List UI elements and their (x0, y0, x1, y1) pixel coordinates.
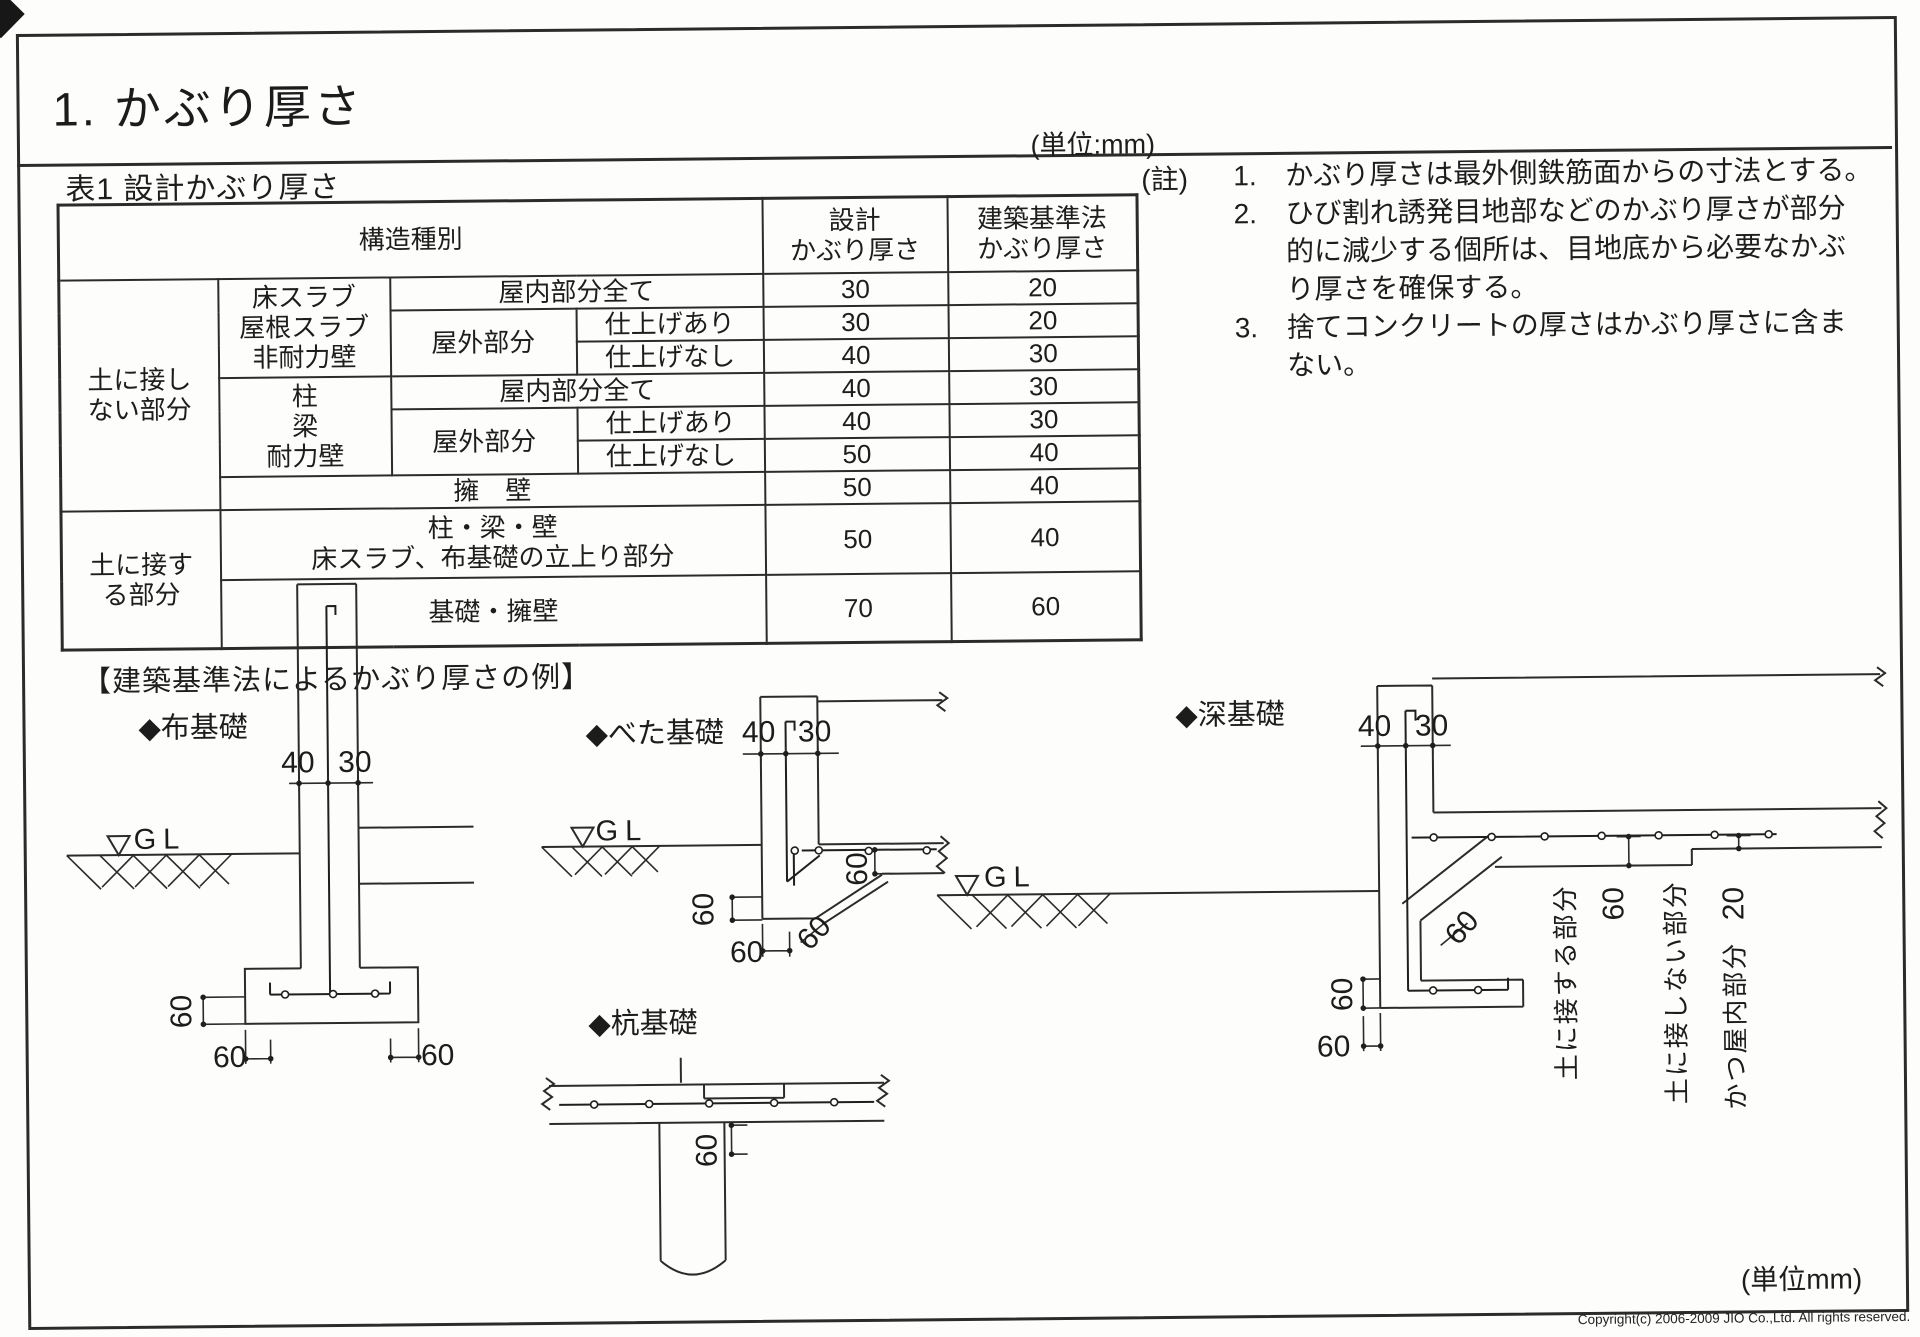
deep-dim-h: 60 (1317, 1030, 1351, 1063)
strip-label: ◆布基礎 (138, 711, 248, 745)
deep-gl-label: GL (984, 861, 1037, 894)
pile-dim-60: 60 (690, 1134, 723, 1168)
gl-triangle-icon (569, 826, 596, 849)
notes-label: (註) (1141, 163, 1189, 196)
soil-hatch-icon (541, 845, 661, 878)
value-design: 50 (764, 469, 950, 505)
value-design: 70 (765, 572, 952, 644)
note-item: 2. ひび割れ誘発目地部などのかぶり厚さが部分 的に減少する個所は、目地底から必… (1233, 189, 1912, 310)
scan-corner-mark (0, 0, 25, 39)
strip-dim-30: 30 (338, 746, 372, 779)
mat-dim-30: 30 (798, 715, 832, 748)
value-code: 40 (949, 467, 1140, 503)
pile-label: ◆杭基礎 (588, 1007, 698, 1041)
unit-note-bottom: (単位mm) (1740, 1263, 1863, 1296)
soil-hatch-icon (66, 853, 233, 890)
pile-foundation-diagram: ◆杭基礎 60 (540, 1007, 891, 1276)
cell-outdoor-b: 屋外部分 (390, 407, 578, 475)
cell-retaining: 擁 壁 (219, 471, 765, 510)
mat-dim-diag: 60 (791, 910, 838, 957)
mat-dim-40: 40 (742, 716, 776, 749)
note-number: 1. (1233, 160, 1257, 192)
copyright-text: Copyright(c) 2006-2009 JIO Co.,Ltd. All … (1577, 1308, 1911, 1328)
mat-foundation-diagram: ◆べた基礎 40 30 GL 60 60 60 60 (541, 691, 951, 969)
deep-dim-40: 40 (1358, 710, 1392, 743)
deep-label: ◆深基礎 (1175, 698, 1285, 732)
deep-dim-soil: 60 (1597, 887, 1630, 921)
header-code: 建築基準法 かぶり厚さ (946, 194, 1138, 272)
value-design: 30 (762, 271, 949, 307)
note-text: かぶり厚さは最外側鉄筋面からの寸法とする。 (1285, 154, 1873, 191)
notes-block: (註) 1. かぶり厚さは最外側鉄筋面からの寸法とする。 2. ひび割れ誘発目地… (1141, 151, 1913, 386)
mat-gl-label: GL (595, 815, 648, 848)
mat-dim-slab: 60 (841, 852, 874, 886)
deep-dim-30: 30 (1415, 709, 1449, 742)
strip-dim-base: 60 (165, 995, 198, 1029)
cell-finish-yes-a: 仕上げあり (576, 306, 764, 342)
deep-text-indoor: かつ屋内部分 (1720, 941, 1752, 1109)
deep-text-soil: 土に接する部分 (1550, 884, 1582, 1080)
deep-dim-diag: 60 (1439, 904, 1486, 951)
strip-foundation-diagram: ◆布基礎 40 30 GL 60 60 60 (66, 582, 475, 1074)
cell-finish-no-b: 仕上げなし (577, 438, 765, 474)
deep-foundation-diagram: ◆深基礎 40 30 GL 60 60 20 土に接する部分 土に接しない部分 … (936, 666, 1888, 1110)
note-number: 2. (1233, 198, 1258, 230)
cell-outdoor-a: 屋外部分 (390, 308, 577, 376)
deep-dim-v: 60 (1326, 977, 1359, 1011)
cell-finish-yes-b: 仕上げあり (576, 405, 765, 441)
cell-finish-no-a: 仕上げなし (576, 339, 764, 375)
note-item: 1. かぶり厚さは最外側鉄筋面からの寸法とする。 (1233, 151, 1911, 196)
gl-triangle-icon (954, 874, 980, 897)
cell-indoor-all-b: 屋内部分全て (390, 372, 764, 409)
note-text: ひび割れ誘発目地部などのかぶり厚さが部分 的に減少する個所は、目地底から必要なか… (1285, 192, 1847, 305)
value-code: 30 (948, 335, 1139, 371)
value-design: 40 (763, 403, 950, 439)
page-title: 1. かぶり厚さ (52, 79, 365, 136)
header-structure: 構造種別 (58, 198, 763, 281)
value-design: 50 (764, 436, 950, 472)
gl-triangle-icon (105, 834, 132, 858)
value-design: 40 (763, 337, 949, 373)
mat-dim-h: 60 (730, 936, 764, 969)
strip-dim-40: 40 (281, 746, 315, 779)
value-code: 30 (948, 368, 1139, 404)
strip-dim-left: 60 (213, 1041, 247, 1074)
note-text: 捨てコンクリートの厚さはかぶり厚さに含ま ない。 (1286, 306, 1847, 381)
soil-hatch-icon (936, 893, 1111, 930)
value-design: 40 (763, 370, 949, 406)
value-design: 30 (763, 304, 949, 340)
header-design: 設計 かぶり厚さ (761, 196, 948, 274)
mat-dim-v: 60 (687, 893, 720, 927)
unit-note-top: (単位:mm) (1030, 129, 1156, 161)
cell-not-soil: 土に接し ない部分 (58, 278, 220, 512)
note-item: 3. 捨てコンクリートの厚さはかぶり厚さに含ま ない。 (1235, 303, 1914, 386)
deep-dim-indoor: 20 (1717, 887, 1750, 921)
cell-frame-group: 柱 梁 耐力壁 (218, 375, 392, 477)
cell-indoor-all-a: 屋内部分全て (389, 273, 764, 310)
cell-slab-group: 床スラブ 屋根スラブ 非耐力壁 (217, 276, 391, 378)
mat-label: ◆べた基礎 (585, 716, 724, 750)
note-number: 3. (1234, 312, 1259, 344)
value-code: 20 (947, 269, 1139, 305)
value-design: 50 (764, 502, 951, 575)
strip-dim-right: 60 (421, 1039, 455, 1072)
value-code: 20 (948, 302, 1139, 338)
strip-gl-label: GL (133, 823, 186, 856)
value-code: 40 (949, 434, 1140, 470)
deep-text-not-soil: 土に接しない部分 (1660, 880, 1692, 1104)
value-code: 30 (948, 401, 1140, 437)
